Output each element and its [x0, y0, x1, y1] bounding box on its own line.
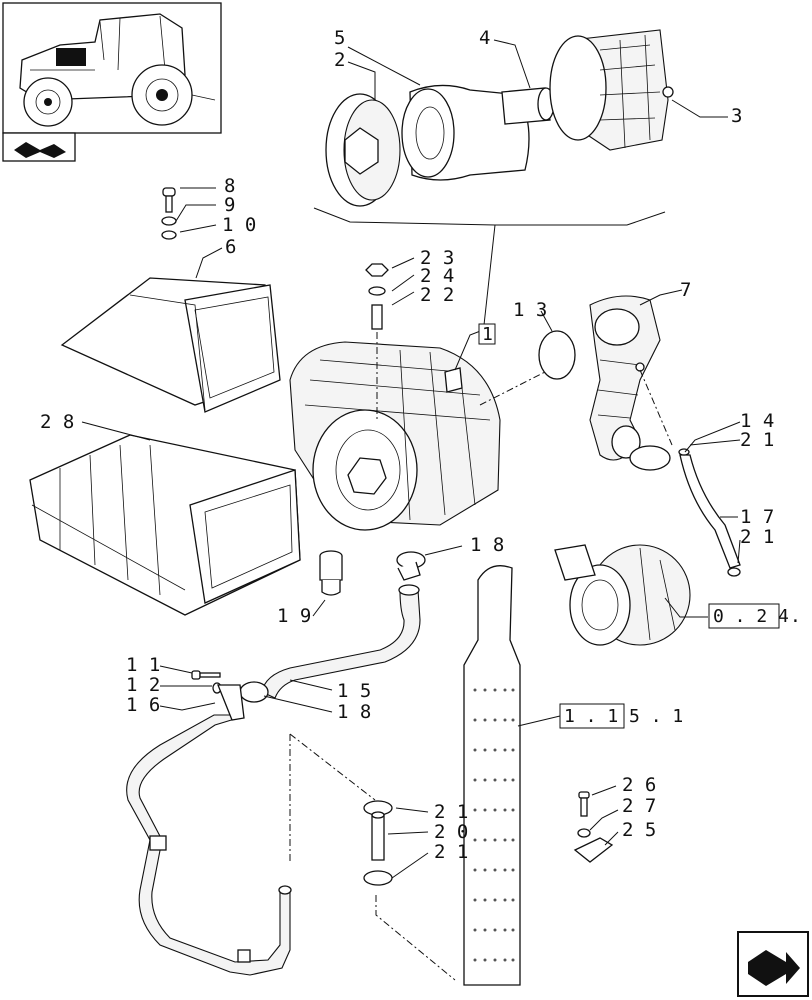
label-16: 1 6	[126, 694, 160, 716]
svg-text:0 . 2 4: 0 . 2 4	[713, 606, 789, 627]
top-washer-part	[368, 286, 386, 296]
hose-clamp-part	[239, 681, 269, 703]
label-27: 2 7	[622, 795, 656, 817]
bracket-part	[573, 837, 614, 863]
outer-cover-part	[325, 93, 401, 207]
svg-text:1: 1	[482, 324, 493, 345]
label-4: 4	[479, 27, 490, 49]
bolt-part	[162, 187, 176, 213]
forward-arrow-icon[interactable]	[737, 931, 809, 997]
label-10: 1 0	[222, 214, 256, 236]
hose-clamp-part	[629, 445, 671, 471]
label-9: 9	[224, 194, 235, 216]
ref-box-1[interactable]: 1	[478, 323, 496, 345]
label-13: 1 3	[513, 299, 547, 321]
washer-part	[161, 216, 177, 226]
ref-box-turbo[interactable]: 0 . 2 4 .	[708, 603, 801, 629]
main-filter-element-part	[401, 84, 530, 181]
label-12: 1 2	[126, 674, 160, 696]
label-15: 1 5	[337, 680, 371, 702]
exhaust-muffler-part	[463, 565, 521, 986]
label-23: 2 3	[420, 247, 454, 269]
drain-hose-part	[261, 589, 421, 699]
label-25: 2 5	[622, 819, 656, 841]
label-7: 7	[680, 279, 691, 301]
label-19: 1 9	[277, 605, 311, 627]
bolt-part	[191, 670, 201, 680]
label-3: 3	[731, 105, 742, 127]
label-5: 5	[334, 27, 345, 49]
label-18-lower: 1 8	[337, 701, 371, 723]
ref-box-exhaust[interactable]: 1 . 1 5 . 1	[559, 703, 683, 729]
pipe-assembly-part	[126, 684, 292, 976]
label-20: 2 0	[434, 821, 468, 843]
turbocharger-part	[554, 544, 691, 646]
label-21-mid: 2 1	[434, 801, 468, 823]
label-28: 2 8	[40, 411, 74, 433]
tractor-thumbnail-icon[interactable]	[2, 2, 222, 162]
label-18-upper: 1 8	[470, 534, 504, 556]
label-2: 2	[334, 49, 345, 71]
label-22: 2 2	[420, 284, 454, 306]
label-24: 2 4	[420, 265, 454, 287]
washer-part	[577, 828, 591, 838]
svg-text:.: .	[790, 606, 801, 627]
label-26: 2 6	[622, 774, 656, 796]
elbow-hose-part	[589, 295, 661, 461]
hose-clamp-part	[363, 870, 393, 886]
pre-cleaner-duct-part	[29, 434, 301, 616]
breather-hose-part	[679, 454, 741, 569]
stud-part	[371, 304, 383, 330]
label-21-right: 2 1	[740, 526, 774, 548]
label-14: 1 4	[740, 410, 774, 432]
label-21-upper: 2 1	[740, 429, 774, 451]
safety-element-part	[501, 87, 555, 125]
intake-duct-part	[60, 277, 281, 413]
callout-labels: 5 2 4 3 8 9 1 0 6 2 3 2 4 2 2 1 3 7 1 4 …	[40, 27, 774, 863]
hose-clamp-part	[538, 330, 576, 380]
leader-lines	[81, 39, 741, 879]
label-11: 1 1	[126, 654, 160, 676]
short-hose-part	[371, 814, 385, 861]
label-6: 6	[225, 236, 236, 258]
svg-text:1 . 1 5 . 1: 1 . 1 5 . 1	[564, 706, 683, 727]
label-21-lower: 2 1	[434, 841, 468, 863]
rubber-sleeve-part	[319, 550, 343, 596]
filter-housing-part	[549, 29, 674, 151]
air-filter-assembly-part	[289, 341, 501, 531]
nut-part	[161, 230, 177, 240]
label-17: 1 7	[740, 506, 774, 528]
label-8: 8	[224, 175, 235, 197]
top-nut-part	[365, 263, 389, 277]
bolt-part	[578, 791, 590, 799]
